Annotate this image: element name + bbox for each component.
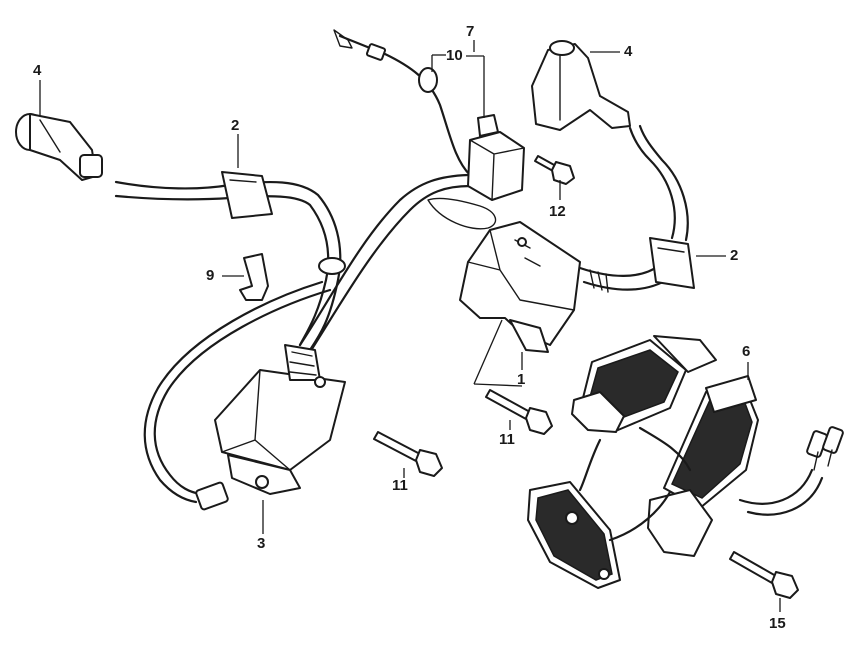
callout-2-left: 2	[231, 117, 240, 134]
callout-10: 10	[446, 47, 463, 64]
bolt-12	[534, 155, 575, 185]
callout-9: 9	[206, 267, 215, 284]
spark-plug-cap-right	[531, 40, 631, 131]
callout-3: 3	[257, 535, 266, 552]
bolt-11-upper	[485, 389, 553, 435]
charge-coil-assembly	[527, 335, 844, 589]
ignition-unit	[459, 221, 581, 353]
wire-clip	[239, 253, 269, 301]
grommet-right	[649, 237, 695, 289]
callout-11-upper: 11	[499, 431, 515, 448]
control-module	[467, 114, 525, 201]
callout-4-left: 4	[33, 62, 42, 79]
callout-12: 12	[549, 203, 566, 220]
callout-11-lower: 11	[392, 477, 408, 494]
grommet-left	[221, 171, 273, 219]
callout-leaders	[39, 40, 781, 612]
spark-plug-cap-left	[15, 113, 103, 181]
callout-6: 6	[742, 343, 751, 360]
callout-1: 1	[517, 371, 526, 388]
callout-15: 15	[769, 615, 786, 632]
callout-2-right: 2	[730, 247, 739, 264]
callout-4-right: 4	[624, 43, 633, 60]
callout-7: 7	[466, 23, 475, 40]
bolt-15	[729, 551, 799, 599]
ignition-coil	[214, 344, 346, 495]
bolt-11-lower	[373, 431, 443, 477]
